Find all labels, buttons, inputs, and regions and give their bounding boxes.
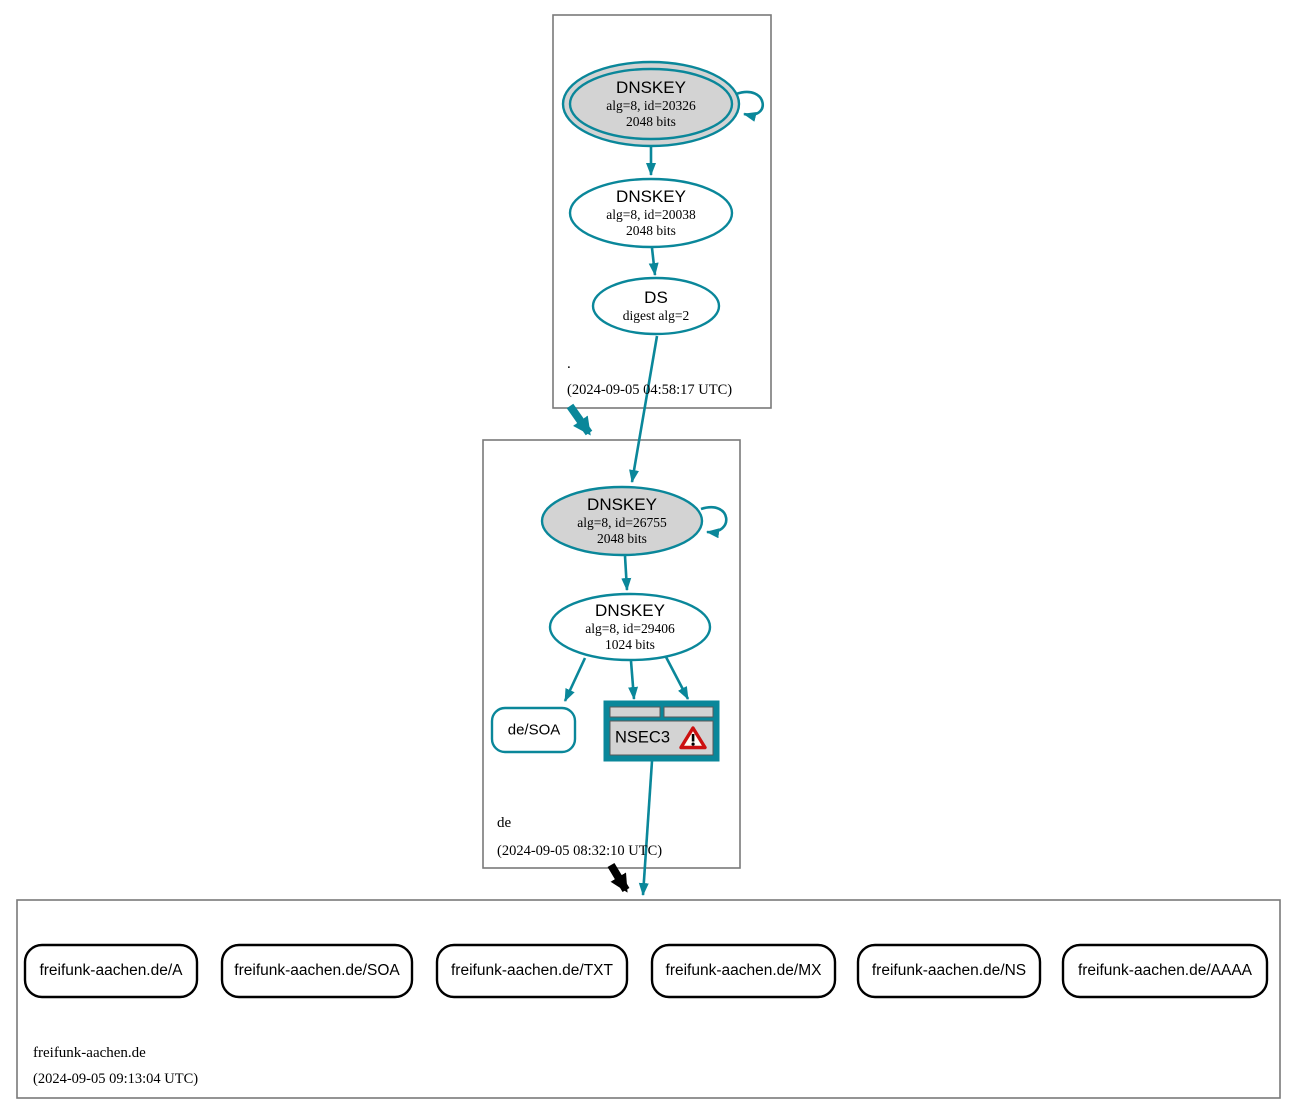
edge-de-ksk-to-zsk [621,555,632,591]
dnskey-alg-id: alg=8, id=20326 [606,97,696,113]
label-rrset-soa: freifunk-aachen.de/SOA [234,962,400,979]
dnskey-title: DNSKEY [595,601,665,621]
ds-digest: digest alg=2 [622,307,690,323]
node-de-zsk[interactable] [548,592,712,662]
label-root-ksk: DNSKEY alg=8, id=20326 2048 bits [606,78,695,130]
zone-timestamp-root: (2024-09-05 04:58:17 UTC) [567,382,733,398]
node-de-nsec3[interactable] [603,700,720,762]
node-rrset-a[interactable] [23,943,199,999]
dnskey-alg-id: alg=8, id=29406 [585,620,675,636]
edge-de-zsk-to-soa [563,657,587,702]
edge-ds-to-de-ksk [629,335,659,483]
dnskey-title: DNSKEY [616,78,686,98]
edge-root-ksk-selfloop [735,90,765,122]
node-rrset-mx[interactable] [650,943,837,999]
dnskey-alg-id: alg=8, id=20038 [606,206,696,222]
label-root-ds: DS digest alg=2 [623,288,689,324]
edge-delegation-root-to-de [566,403,593,436]
dnskey-bits: 2048 bits [626,113,676,129]
nsec3-cell-right [663,706,714,718]
label-rrset-aaaa: freifunk-aachen.de/AAAA [1077,962,1253,979]
nsec3-cell-left [609,706,661,718]
label-rrset-ns: freifunk-aachen.de/NS [871,962,1027,979]
node-root-ds[interactable] [591,276,721,336]
dnskey-bits: 2048 bits [597,530,647,546]
node-rrset-aaaa[interactable] [1061,943,1269,999]
edge-de-zsk-to-nsec3-right [664,656,690,700]
warning-triangle-icon [679,726,707,750]
zone-name-root: . [567,356,571,372]
edge-nsec3-to-freifunk [638,760,654,896]
ds-title: DS [644,288,668,308]
zone-box-freifunk-aachen [16,899,1281,1099]
zone-timestamp-de: (2024-09-05 08:32:10 UTC) [497,843,663,859]
zone-box-root [552,14,772,409]
node-rrset-txt[interactable] [435,943,629,999]
node-de-ksk[interactable] [540,485,704,557]
label-de-ksk: DNSKEY alg=8, id=26755 2048 bits [577,495,666,547]
node-rrset-ns[interactable] [856,943,1042,999]
dnskey-bits: 1024 bits [605,636,655,652]
label-rrset-txt: freifunk-aachen.de/TXT [451,962,613,979]
dnskey-title: DNSKEY [616,187,686,207]
edge-de-ksk-selfloop [700,505,728,539]
zone-timestamp-freifunk: (2024-09-05 09:13:04 UTC) [33,1071,199,1087]
edge-delegation-de-to-freifunk [607,862,630,893]
dnskey-title: DNSKEY [587,495,657,515]
dnskey-bits: 2048 bits [626,222,676,238]
node-root-zsk[interactable] [568,177,734,249]
edge-root-zsk-to-ds [648,247,659,276]
label-rrset-a: freifunk-aachen.de/A [39,962,183,979]
zone-name-de: de [497,815,512,831]
label-rrset-mx: freifunk-aachen.de/MX [665,962,822,979]
node-root-ksk-inner [568,67,734,141]
node-de-soa[interactable] [490,706,577,754]
dnskey-alg-id: alg=8, id=26755 [577,514,667,530]
label-de-zsk: DNSKEY alg=8, id=29406 1024 bits [585,601,674,653]
label-de-soa: de/SOA [507,721,561,739]
label-de-nsec3: NSEC3 [615,726,707,751]
nsec3-text: NSEC3 [614,728,671,747]
zone-name-freifunk: freifunk-aachen.de [33,1045,146,1061]
node-rrset-soa[interactable] [220,943,414,999]
edge-de-zsk-to-nsec3-left [628,660,639,700]
label-root-zsk: DNSKEY alg=8, id=20038 2048 bits [606,187,695,239]
